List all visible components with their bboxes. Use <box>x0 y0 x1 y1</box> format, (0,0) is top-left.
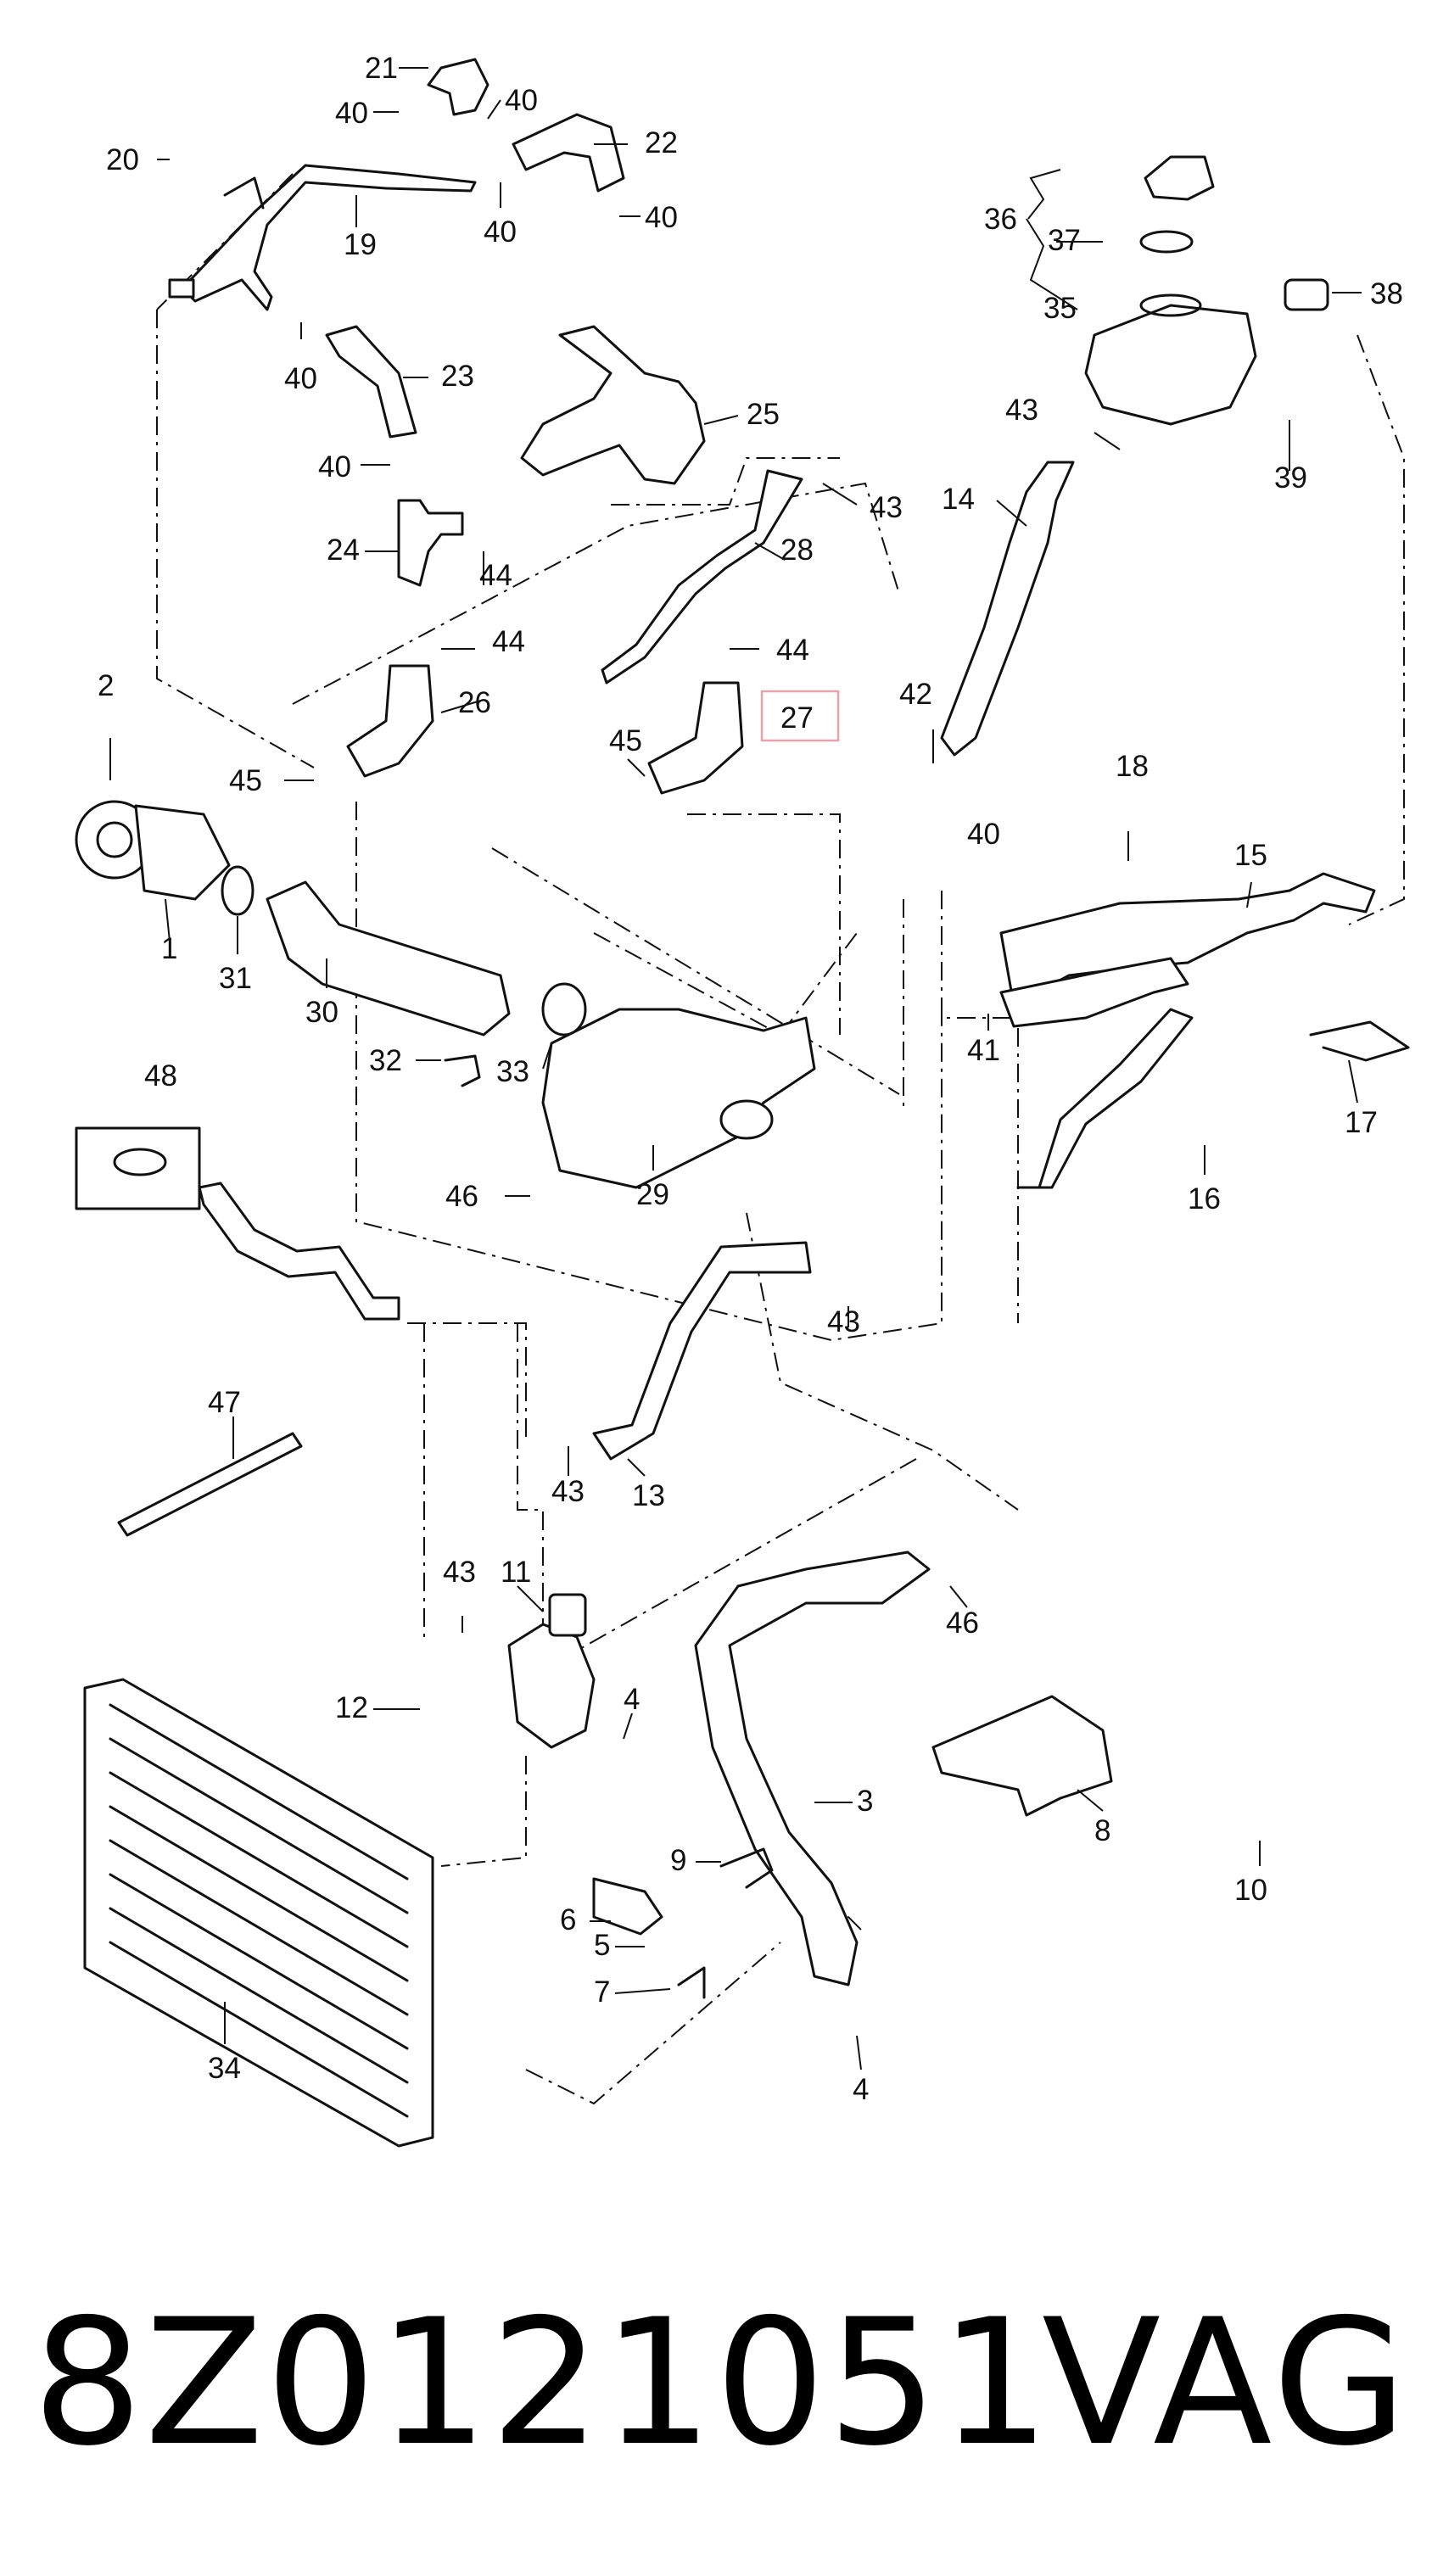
callout-18: 18 <box>1116 750 1149 783</box>
callout-27: 27 <box>780 701 814 735</box>
leader-lines <box>109 67 1362 2070</box>
callout-4: 4 <box>853 2073 869 2106</box>
callout-45: 45 <box>229 764 262 797</box>
callout-33: 33 <box>496 1055 529 1088</box>
callout-37: 37 <box>1048 224 1081 257</box>
callout-11: 11 <box>501 1556 531 1589</box>
callout-31: 31 <box>219 962 252 995</box>
callout-14: 14 <box>942 483 975 516</box>
callout-30: 30 <box>305 996 338 1029</box>
callout-42: 42 <box>899 678 932 711</box>
callout-40: 40 <box>645 201 678 234</box>
callout-labels: 1 2 3 4 4 5 6 7 8 9 10 11 12 13 14 15 16… <box>98 52 1403 2106</box>
callout-46: 46 <box>946 1607 979 1640</box>
callout-23: 23 <box>441 360 474 393</box>
callout-43: 43 <box>551 1475 585 1508</box>
callout-43: 43 <box>1005 394 1038 427</box>
callout-28: 28 <box>780 534 814 567</box>
callout-46: 46 <box>445 1180 478 1213</box>
callout-7: 7 <box>594 1975 610 2009</box>
callout-45: 45 <box>609 724 642 757</box>
callout-38: 38 <box>1370 277 1403 310</box>
callout-17: 17 <box>1345 1106 1378 1139</box>
callout-22: 22 <box>645 126 678 159</box>
callout-4: 4 <box>624 1683 640 1716</box>
callout-34: 34 <box>208 2052 241 2085</box>
callout-12: 12 <box>335 1691 368 1724</box>
callout-40: 40 <box>484 215 517 249</box>
callout-32: 32 <box>369 1044 402 1077</box>
callout-43: 43 <box>827 1305 860 1338</box>
brand-name: VAG <box>1042 2283 1411 2484</box>
callout-44: 44 <box>492 625 525 658</box>
callout-44: 44 <box>479 559 512 592</box>
callout-36: 36 <box>984 203 1017 236</box>
callout-44: 44 <box>776 634 809 667</box>
callout-29: 29 <box>636 1178 669 1211</box>
callout-19: 19 <box>344 228 377 261</box>
callout-8: 8 <box>1094 1814 1110 1847</box>
part-number: 8Z0121051 <box>32 2283 1052 2484</box>
callout-15: 15 <box>1234 839 1267 872</box>
callout-16: 16 <box>1188 1182 1221 1215</box>
caption-bar: 8Z0121051 VAG <box>0 2239 1432 2528</box>
cooling-system-parts-diagram: 1 2 3 4 4 5 6 7 8 9 10 11 12 13 14 15 16… <box>75 52 1410 2148</box>
callout-1: 1 <box>161 932 177 965</box>
callout-26: 26 <box>458 686 491 719</box>
callout-40: 40 <box>335 97 368 130</box>
callout-24: 24 <box>327 534 360 567</box>
callout-2: 2 <box>98 669 114 702</box>
callout-40: 40 <box>318 450 351 483</box>
callout-13: 13 <box>632 1479 665 1512</box>
callout-9: 9 <box>670 1844 686 1877</box>
callout-40: 40 <box>284 362 317 395</box>
callout-43: 43 <box>443 1556 476 1589</box>
callout-21: 21 <box>365 52 398 85</box>
callout-20: 20 <box>106 143 139 176</box>
callout-35: 35 <box>1043 292 1077 325</box>
callout-47: 47 <box>208 1386 241 1419</box>
callout-40: 40 <box>967 818 1000 851</box>
callout-3: 3 <box>857 1785 873 1818</box>
callout-39: 39 <box>1274 461 1307 495</box>
callout-25: 25 <box>747 398 780 431</box>
callout-48: 48 <box>144 1059 177 1092</box>
callout-43: 43 <box>870 491 903 524</box>
highlight-box <box>760 690 840 742</box>
callout-10: 10 <box>1234 1874 1267 1907</box>
callout-40: 40 <box>505 84 538 117</box>
callout-5: 5 <box>594 1929 610 1962</box>
callout-6: 6 <box>560 1903 576 1936</box>
hoses-and-parts <box>75 58 1410 2148</box>
callout-41: 41 <box>967 1034 1000 1067</box>
